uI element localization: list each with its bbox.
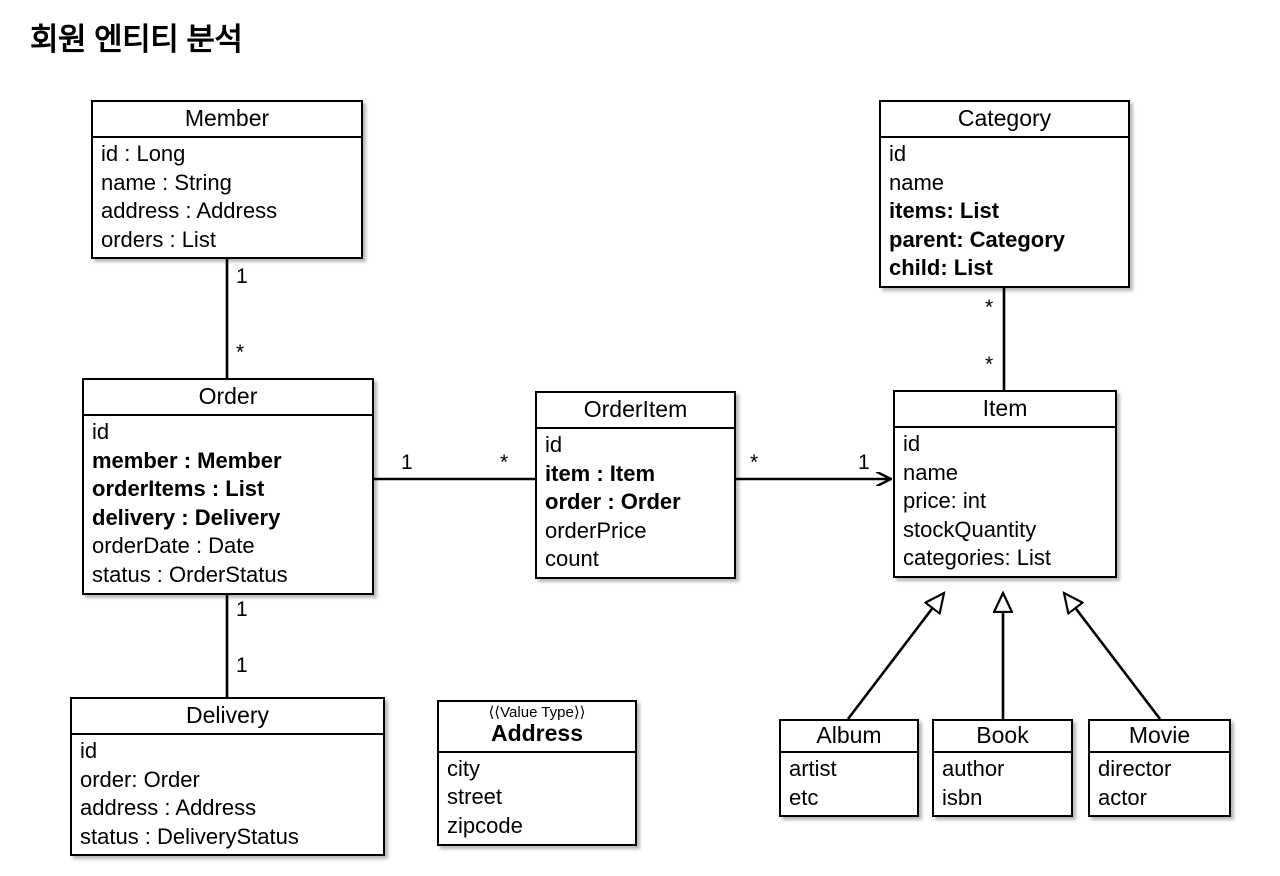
attribute-row: orders : List xyxy=(101,226,216,252)
class-attributes-item: id name price: int stockQuantity categor… xyxy=(895,428,1115,576)
class-attributes-member: id : Long name : String address : Addres… xyxy=(93,138,361,257)
attribute-row: status : DeliveryStatus xyxy=(80,823,299,849)
attribute-row: member : Member xyxy=(92,447,282,473)
edge-movie-item xyxy=(1064,593,1162,720)
class-box-category[interactable]: Category id name items: List parent: Cat… xyxy=(879,100,1130,288)
multiplicity-order-delivery-target: 1 xyxy=(236,654,248,677)
attribute-row: parent: Category xyxy=(889,226,1066,252)
attribute-row: name : String xyxy=(101,169,232,195)
attribute-row: delivery : Delivery xyxy=(92,504,281,530)
multiplicity-order-orderitem-source: 1 xyxy=(401,451,413,474)
attribute-row: id xyxy=(545,432,563,457)
attribute-row: id xyxy=(903,431,921,456)
attribute-row: artist xyxy=(789,756,837,781)
attribute-row: street xyxy=(447,784,503,810)
multiplicity-order-orderitem-target: * xyxy=(500,451,509,474)
attribute-row: item : Item xyxy=(545,460,656,486)
attribute-row: child: List xyxy=(889,255,993,281)
class-attributes-address: city street zipcode xyxy=(439,753,635,844)
class-box-address[interactable]: ⟨⟨Value Type⟩⟩ Address city street zipco… xyxy=(437,700,637,846)
class-title-member: Member xyxy=(93,102,361,138)
attribute-row: name xyxy=(903,459,959,485)
page-title: 회원 엔티티 분석 xyxy=(30,22,243,57)
attribute-row: isbn xyxy=(942,784,983,810)
class-attributes-delivery: id order: Order address : Address status… xyxy=(72,735,383,854)
attribute-row: order : Order xyxy=(545,489,681,515)
class-attributes-book: author isbn xyxy=(934,753,1071,815)
attribute-row: etc xyxy=(789,784,819,810)
attribute-row: actor xyxy=(1098,784,1147,810)
class-attributes-orderitem: id item : Item order : Order orderPrice … xyxy=(537,429,734,577)
class-attributes-order: id member : Member orderItems : List del… xyxy=(84,416,372,593)
attribute-row: orderDate : Date xyxy=(92,533,255,559)
attribute-row: price: int xyxy=(903,488,987,514)
class-box-member[interactable]: Member id : Long name : String address :… xyxy=(91,100,363,260)
class-box-book[interactable]: Book author isbn xyxy=(932,719,1073,818)
multiplicity-member-order-source: 1 xyxy=(236,265,248,288)
attribute-row: status : OrderStatus xyxy=(92,561,288,587)
class-attributes-album: artist etc xyxy=(781,753,917,815)
class-box-delivery[interactable]: Delivery id order: Order address : Addre… xyxy=(70,697,385,857)
class-title-order: Order xyxy=(84,380,372,416)
class-attributes-movie: director actor xyxy=(1090,753,1229,815)
class-title-movie: Movie xyxy=(1090,721,1229,753)
attribute-row: orderItems : List xyxy=(92,476,265,502)
class-title-album: Album xyxy=(781,721,917,753)
edge-album-item xyxy=(846,593,944,720)
attribute-row: id xyxy=(80,738,98,763)
class-title-orderitem: OrderItem xyxy=(537,393,734,429)
attribute-row: director xyxy=(1098,756,1172,781)
attribute-row: zipcode xyxy=(447,812,523,838)
multiplicity-category-item-source: * xyxy=(985,296,994,319)
attribute-row: city xyxy=(447,755,480,781)
attribute-row: author xyxy=(942,756,1005,781)
attribute-row: address : Address xyxy=(80,795,257,821)
class-box-order[interactable]: Order id member : Member orderItems : Li… xyxy=(82,378,374,595)
multiplicity-orderitem-item-target: 1 xyxy=(858,451,870,474)
attribute-row: id xyxy=(889,141,907,166)
attribute-row: id xyxy=(92,419,110,444)
attribute-row: orderPrice xyxy=(545,517,647,543)
class-box-item[interactable]: Item id name price: int stockQuantity ca… xyxy=(893,390,1117,578)
attribute-row: categories: List xyxy=(903,545,1051,571)
class-title-book: Book xyxy=(934,721,1071,753)
multiplicity-orderitem-item-source: * xyxy=(750,451,759,474)
multiplicity-order-delivery-source: 1 xyxy=(236,598,248,621)
attribute-row: items: List xyxy=(889,198,1000,224)
class-title-item: Item xyxy=(895,392,1115,428)
attribute-row: id : Long xyxy=(101,141,186,166)
class-box-movie[interactable]: Movie director actor xyxy=(1088,719,1231,818)
attribute-row: count xyxy=(545,546,599,572)
class-title-address: ⟨⟨Value Type⟩⟩ Address xyxy=(439,702,635,753)
class-box-orderitem[interactable]: OrderItem id item : Item order : Order o… xyxy=(535,391,736,579)
class-title-category: Category xyxy=(881,102,1128,138)
attribute-row: name xyxy=(889,169,945,195)
stereotype-label: ⟨⟨Value Type⟩⟩ xyxy=(488,704,586,721)
attribute-row: order: Order xyxy=(80,766,200,792)
attribute-row: stockQuantity xyxy=(903,516,1037,542)
multiplicity-member-order-target: * xyxy=(236,341,245,364)
class-attributes-category: id name items: List parent: Category chi… xyxy=(881,138,1128,286)
class-box-album[interactable]: Album artist etc xyxy=(779,719,919,818)
class-title-delivery: Delivery xyxy=(72,699,383,735)
multiplicity-category-item-target: * xyxy=(985,353,994,376)
attribute-row: address : Address xyxy=(101,198,278,224)
